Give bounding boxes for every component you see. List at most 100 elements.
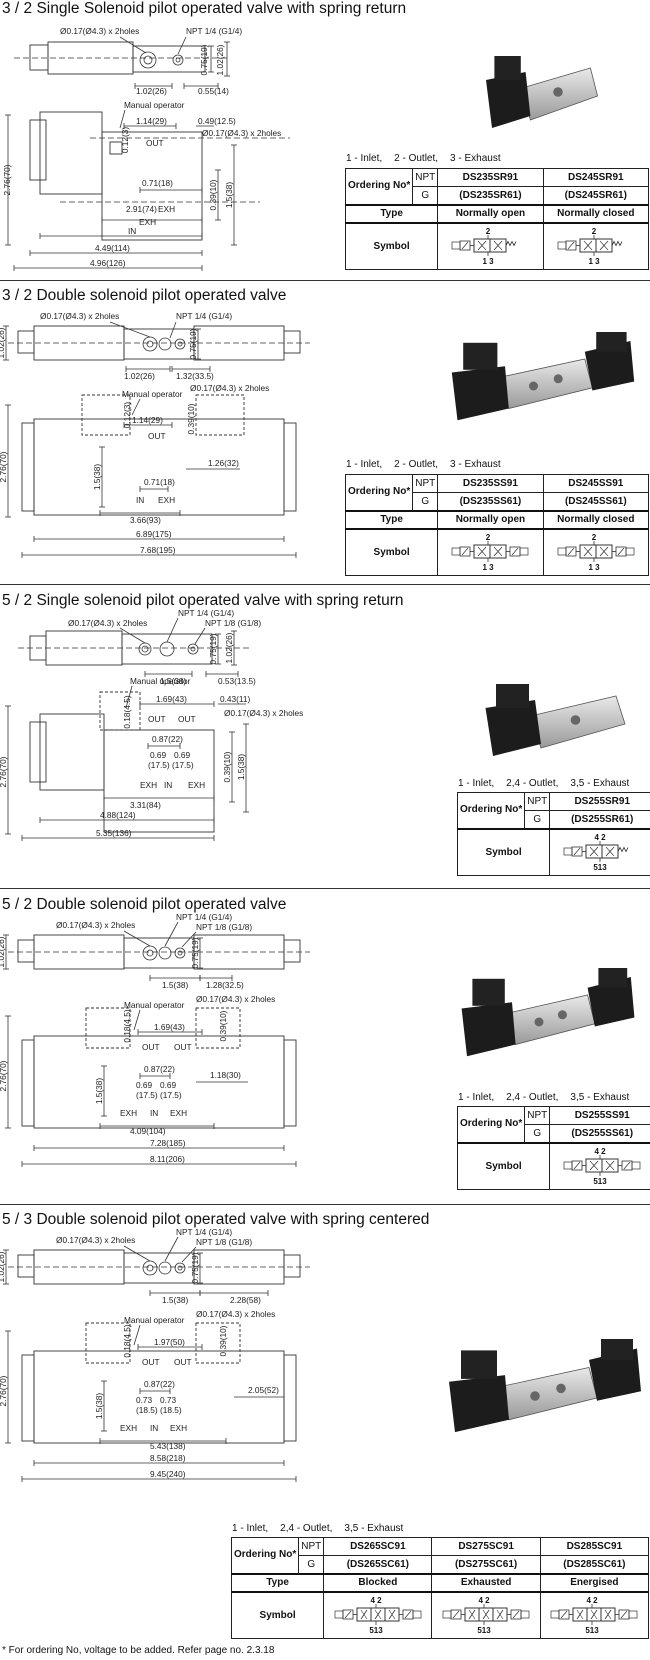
dimension-label: 1.97(50): [154, 1337, 185, 1347]
dimension-label: OUT: [174, 1042, 192, 1052]
dimension-label: 1.02(26): [0, 936, 6, 967]
dimension-label: 0.87(22): [152, 734, 183, 744]
dimension-label: (18.5): [136, 1405, 158, 1415]
dimension-label: EXH: [140, 780, 157, 790]
dimension-label: EXH: [120, 1108, 137, 1118]
dimension-label: EXH: [120, 1423, 137, 1433]
dimension-label: 5.35(136): [96, 828, 132, 838]
dimension-label: Ø0.17(Ø4.3) x 2holes: [68, 618, 147, 628]
dimension-label: 4.88(124): [100, 810, 136, 820]
dimension-label: 0.12(3): [120, 127, 130, 154]
port-bottom-label: 513: [586, 1626, 600, 1633]
dimension-label: 0.39(10): [186, 403, 196, 434]
section-title: 3 / 2 Double solenoid pilot operated val…: [2, 287, 287, 304]
dimension-label: NPT 1/4 (G1/4): [176, 912, 232, 922]
port-bottom-label: 513: [594, 1177, 608, 1184]
dimension-label: 2.76(70): [0, 1060, 8, 1091]
dimension-label: 0.18(4.5): [122, 1009, 132, 1042]
dimension-label: 4.09(104): [130, 1126, 166, 1136]
dimension-label: Ø0.17(Ø4.3) x 2holes: [56, 920, 135, 930]
section-title: 5 / 2 Double solenoid pilot operated val…: [2, 896, 287, 913]
dimension-label: OUT: [148, 431, 166, 441]
model-npt: DS235SR91: [437, 168, 544, 187]
dimension-label: 0.69: [136, 1080, 153, 1090]
dimension-label: Ø0.17(Ø4.3) x 2holes: [40, 311, 119, 321]
ordering-label: Ordering No*: [344, 168, 414, 205]
dimension-label: 1.5(38): [160, 676, 187, 686]
dimension-label: 1.02(26): [0, 327, 6, 358]
dimension-label: 1.5(38): [162, 980, 189, 990]
section-divider: [0, 1204, 650, 1205]
port-top-label: 4 2: [595, 833, 607, 842]
port-bottom-label: 1 3: [483, 563, 495, 570]
dimension-label: 8.58(218): [150, 1453, 186, 1463]
dimension-label: 0.55(14): [198, 86, 229, 96]
dimension-label: (18.5): [160, 1405, 182, 1415]
dimension-label: Manual operator: [124, 1000, 185, 1010]
dimension-label: Ø0.17(Ø4.3) x 2holes: [202, 128, 281, 138]
dimension-label: 0.12(3): [122, 402, 132, 429]
dimension-label: 0.75(19): [199, 44, 209, 75]
dimension-label: 0.69: [174, 750, 191, 760]
port-top-label: 4 2: [370, 1596, 382, 1605]
dimension-label: 5.43(138): [150, 1441, 186, 1451]
dimension-label: 0.69: [150, 750, 167, 760]
dimension-label: 1.02(26): [124, 371, 155, 381]
dimension-label: 6.89(175): [136, 529, 172, 539]
dimension-label: IN: [164, 780, 172, 790]
port-bottom-label: 513: [477, 1626, 491, 1633]
dimension-label: 1.02(26): [0, 1251, 6, 1282]
section-title: 3 / 2 Single Solenoid pilot operated val…: [2, 0, 407, 17]
dimension-label: OUT: [146, 138, 164, 148]
valve-photo: [451, 332, 635, 421]
dimension-label: EXH: [158, 495, 175, 505]
model-npt: DS245SR91: [542, 168, 650, 187]
dimension-label: IN: [136, 495, 144, 505]
dimension-label: (17.5): [160, 1090, 182, 1100]
dimension-label: 0.71(18): [144, 477, 175, 487]
dimension-label: NPT 1/8 (G1/8): [205, 618, 261, 628]
dimension-label: 1.02(26): [136, 86, 167, 96]
dimension-label: Ø0.17(Ø4.3) x 2holes: [60, 26, 139, 36]
dimension-label: 1.14(29): [136, 116, 167, 126]
dimension-label: NPT 1/8 (G1/8): [196, 1237, 252, 1247]
dimension-label: 1.26(32): [208, 458, 239, 468]
dimension-label: 1.02(26): [224, 632, 234, 663]
dimension-label: 0.73: [136, 1395, 153, 1405]
dimension-label: 0.75(19): [188, 328, 198, 359]
valve-photo: [485, 684, 626, 756]
port-bottom-label: 1 3: [483, 257, 495, 264]
port-legend: 1 - Inlet,2,4 - Outlet,3,5 - Exhaust: [458, 778, 630, 789]
dimension-label: OUT: [148, 714, 166, 724]
section-5-2-single-spring: 5 / 2 Single solenoid pilot operated val…: [0, 592, 650, 884]
dimension-label: Ø0.17(Ø4.3) x 2holes: [196, 1309, 275, 1319]
dimension-label: Manual operator: [122, 389, 183, 399]
model-g: (DS245SR61): [542, 186, 650, 205]
footer-note: * For ordering No, voltage to be added. …: [2, 1645, 275, 1656]
dimension-label: 2.76(70): [0, 451, 8, 482]
dimension-label: 0.43(11): [220, 694, 251, 704]
dimension-label: NPT 1/4 (G1/4): [178, 608, 234, 618]
section-5-2-double: 5 / 2 Double solenoid pilot operated val…: [0, 896, 650, 1196]
port-legend: 1 - Inlet,2,4 - Outlet,3,5 - Exhaust: [458, 1092, 630, 1103]
dimension-label: 0.71(18): [142, 178, 173, 188]
dimension-label: 3.66(93): [130, 515, 161, 525]
dimension-label: 0.39(10): [208, 179, 218, 210]
section-divider: [0, 280, 650, 281]
port-bottom-label: 513: [369, 1626, 383, 1633]
dimension-label: 0.49(12.5): [198, 116, 236, 126]
dimension-label: 3.31(84): [130, 800, 161, 810]
section-5-3-double-centered: 5 / 3 Double solenoid pilot operated val…: [0, 1211, 650, 1641]
port-top-label: 2: [486, 227, 491, 236]
section-3-2-double: 3 / 2 Double solenoid pilot operated val…: [0, 287, 650, 577]
dimension-label: Manual operator: [124, 1315, 185, 1325]
dimension-label: 0.75(19): [190, 1252, 200, 1283]
dimension-label: 1.14(29): [132, 415, 163, 425]
